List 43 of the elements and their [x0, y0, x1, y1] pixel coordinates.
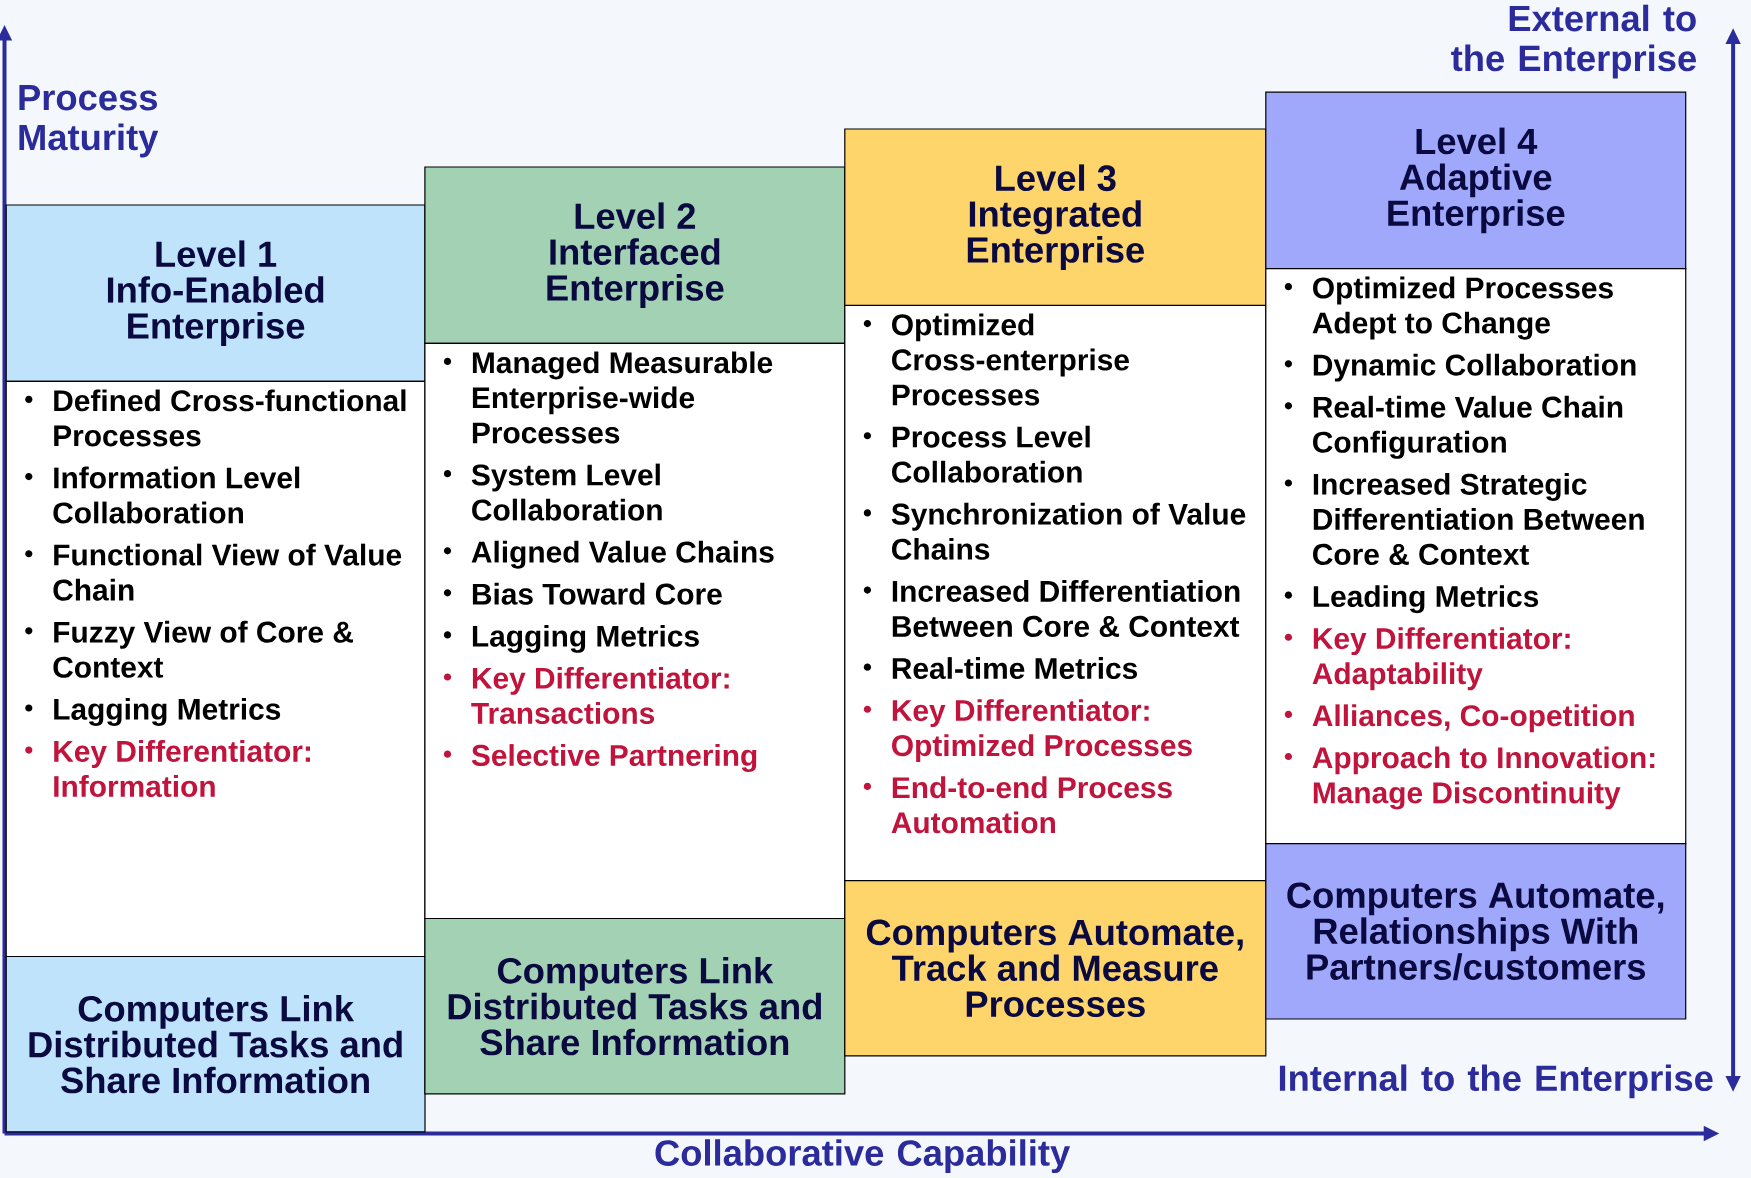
bullet-item: Process Level Collaboration: [863, 425, 1090, 483]
bullet-list-box: [844, 304, 1267, 882]
bullet-item: Lagging Metrics: [25, 697, 281, 726]
bullet-item: Key Differentiator: Optimized Processes: [863, 699, 1192, 763]
summary-box: Computers Automate, Track and Measure Processes: [844, 880, 1267, 1057]
bullet-item: Dynamic Collaboration: [1284, 353, 1636, 382]
summary-box: Computers Link Distributed Tasks and Share Information: [5, 955, 426, 1133]
bullet-item: Real-time Value Chain Configuration: [1284, 395, 1623, 459]
bullet-list-box: [1265, 268, 1687, 845]
level-header-box: Level 2 Interfaced Enterprise: [424, 166, 846, 344]
bullet-item: Bias Toward Core: [443, 582, 722, 605]
bullet-item: System Level Collaboration: [443, 463, 662, 521]
bullet-list-box: [5, 380, 426, 958]
axis-label: Internal to the Enterprise: [1279, 1064, 1713, 1099]
axis-label: Collaborative Capability: [655, 1139, 1071, 1174]
bullet-item: End-to-end Process Automation: [863, 776, 1172, 834]
bullet-item: Real-time Metrics: [863, 657, 1138, 680]
bullet-item: Increased Strategic Differentiation Between Core & Context: [1284, 472, 1644, 566]
bullet-item: Approach to Innovation: Manage Discontinuity: [1284, 746, 1655, 810]
bullet-item: Leading Metrics: [1284, 585, 1539, 614]
bullet-list-box: [424, 342, 846, 920]
bullet-item: Defined Cross-functional Processes: [25, 389, 406, 447]
axis-label: Process Maturity: [19, 85, 159, 158]
bullet-item: Fuzzy View of Core & Context: [25, 620, 353, 678]
level-header-box: Level 1 Info-Enabled Enterprise: [5, 204, 426, 382]
bullet-item: Lagging Metrics: [443, 624, 699, 653]
bullet-item: Key Differentiator: Transactions: [443, 666, 729, 724]
bullet-item: Selective Partnering: [443, 744, 757, 773]
bullet-item: Key Differentiator: Information: [25, 740, 310, 798]
summary-box: Computers Link Distributed Tasks and Share Information: [424, 917, 846, 1095]
bullet-item: Key Differentiator: Adaptability: [1284, 627, 1570, 691]
level-header-box: Level 3 Integrated Enterprise: [844, 128, 1267, 306]
bullet-item: Synchronization of Value Chains: [863, 502, 1246, 560]
bullet-item: Optimized Processes Adept to Change: [1284, 276, 1613, 340]
bullet-item: Optimized Cross-enterprise Processes: [863, 313, 1129, 406]
bullet-item: Aligned Value Chains: [443, 540, 774, 569]
bullet-item: Alliances, Co-opetition: [1284, 704, 1634, 733]
bullet-item: Information Level Collaboration: [25, 466, 300, 524]
bullet-item: Increased Differentiation Between Core & Context: [863, 580, 1240, 637]
level-header-box: Level 4 Adaptive Enterprise: [1265, 91, 1687, 270]
summary-box: Computers Automate, Relationships With Partners/customers: [1265, 843, 1687, 1020]
bullet-item: Managed Measurable Enterprise-wide Processes: [443, 351, 773, 444]
bullet-item: Functional View of Value Chain: [25, 543, 402, 601]
